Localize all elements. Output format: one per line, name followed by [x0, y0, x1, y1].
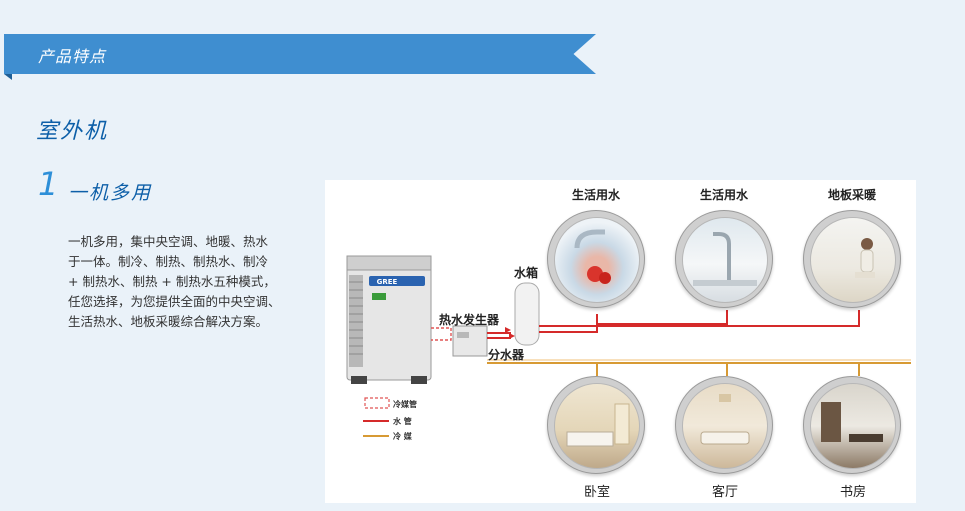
system-diagram: GREE 水箱 热水发生器 分水器 — [325, 180, 916, 503]
water-tank-image — [514, 282, 540, 346]
sofa-icon — [700, 394, 750, 445]
room-label-study: 书房 — [840, 485, 867, 500]
domestic-water-photo-2 — [675, 210, 773, 308]
diagram-graphics: GREE — [346, 255, 911, 437]
domestic-water-photo-1 — [547, 210, 645, 308]
outdoor-unit-heading: 室外机 — [36, 119, 109, 144]
room-label-bedroom: 卧室 — [584, 485, 611, 500]
water-divider-label: 分水器 — [488, 348, 525, 362]
legend-water-pipe-label: 水 管 — [393, 417, 412, 426]
banner-title: 产品特点 — [38, 47, 107, 66]
top-use-label-2: 生活用水 — [700, 188, 749, 202]
feature-number: 1 — [38, 165, 59, 203]
hot-water-generator-label: 热水发生器 — [439, 313, 500, 327]
section-banner — [4, 34, 596, 74]
legend-refrigerant-pipe-swatch — [364, 397, 390, 409]
bedroom-photo — [547, 376, 645, 474]
feature-description: 一机多用，集中央空调、地暖、热水 于一体。制冷、制热、制热水、制冷 + 制热水、… — [68, 234, 281, 329]
water-pipes — [487, 310, 860, 339]
banner-fold — [4, 74, 12, 80]
feature-title: 一机多用 — [68, 182, 153, 204]
water-tank-label: 水箱 — [514, 266, 539, 280]
faucet-icon — [574, 229, 611, 284]
person-sitting-icon — [855, 238, 875, 278]
legend-refrigerant-label: 冷 媒 — [393, 432, 412, 441]
outdoor-unit-image — [346, 255, 432, 384]
floor-heating-photo — [803, 210, 901, 308]
top-use-label-1: 生活用水 — [572, 188, 621, 202]
hot-water-generator-image — [452, 325, 488, 357]
living-room-photo — [675, 376, 773, 474]
study-room-photo — [803, 376, 901, 474]
outdoor-unit-logo: GREE — [377, 278, 398, 286]
top-use-label-3: 地板采暖 — [828, 188, 877, 202]
refrigerant-lines — [487, 362, 911, 376]
refrigerant-pipe-line — [431, 327, 452, 341]
bookshelf-icon — [821, 402, 883, 442]
kitchen-faucet-icon — [693, 232, 757, 286]
room-label-living-room: 客厅 — [712, 485, 739, 500]
bed-icon — [566, 403, 630, 447]
legend-refrigerant-pipe-label: 冷媒管 — [393, 400, 417, 409]
